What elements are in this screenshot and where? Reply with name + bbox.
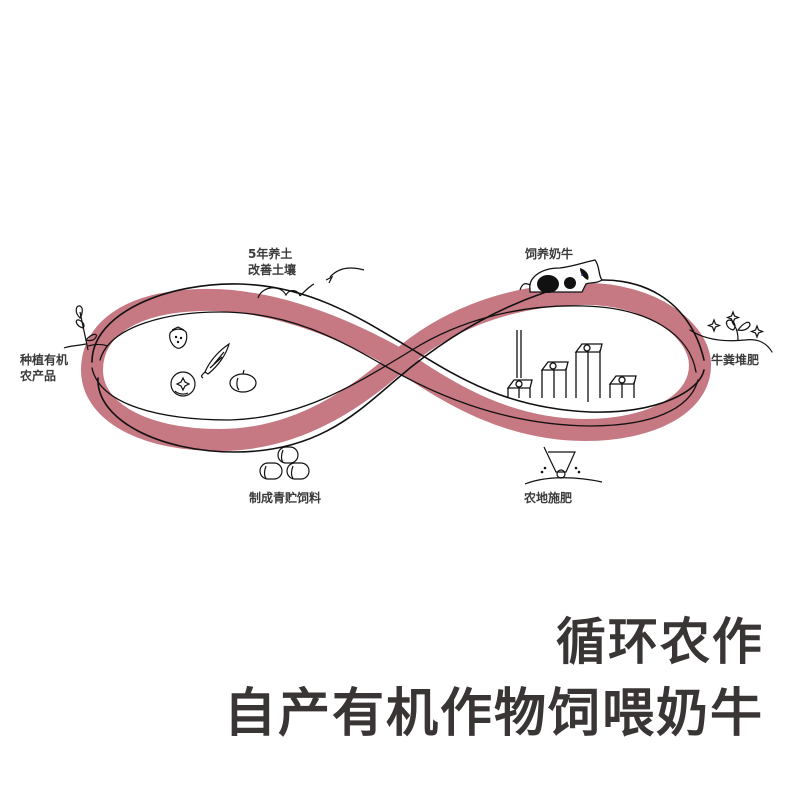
label-soil: 5年养土 改善土壤: [248, 246, 296, 278]
cloud-soil-icon: [257, 267, 365, 299]
milk-carton-icon: [540, 361, 569, 398]
milk-carton-icon: [608, 375, 637, 398]
strawberry-icon: [169, 326, 188, 349]
corn-icon: [200, 342, 231, 379]
infinity-ribbon: [80, 279, 773, 453]
label-silage: 制成青贮饲料: [249, 490, 321, 506]
label-line: 改善土壤: [248, 263, 297, 277]
headline-line-2: 自产有机作物饲喂奶牛: [223, 684, 764, 744]
milk-carton-icon: [506, 379, 533, 398]
label-line: 农地施肥: [524, 491, 573, 505]
blueberry-icon: [170, 371, 196, 397]
fertilizer-spreader-icon: [524, 446, 603, 485]
milk-cartons: [506, 330, 637, 402]
label-line: 5年养土: [248, 247, 293, 261]
label-line: 饲养奶牛: [525, 247, 574, 261]
headline-line-1: 循环农作: [556, 613, 764, 671]
milk-carton-icon: [574, 343, 603, 402]
label-line: 制成青贮饲料: [249, 491, 322, 505]
pumpkin-icon: [229, 369, 257, 393]
label-plant-organic: 种植有机 农产品: [20, 352, 68, 384]
label-line: 种植有机: [20, 353, 69, 367]
label-compost: 牛粪堆肥: [711, 352, 759, 368]
hay-bales-icon: [259, 446, 310, 480]
label-line: 农产品: [20, 369, 57, 383]
label-fertilize: 农地施肥: [524, 490, 572, 506]
label-line: 牛粪堆肥: [711, 353, 760, 367]
label-feed-cow: 饲养奶牛: [525, 246, 573, 262]
sprout-sparkle-icon: [706, 310, 765, 341]
cow-icon: [519, 259, 603, 293]
plant-sprig-icon: [63, 305, 109, 351]
